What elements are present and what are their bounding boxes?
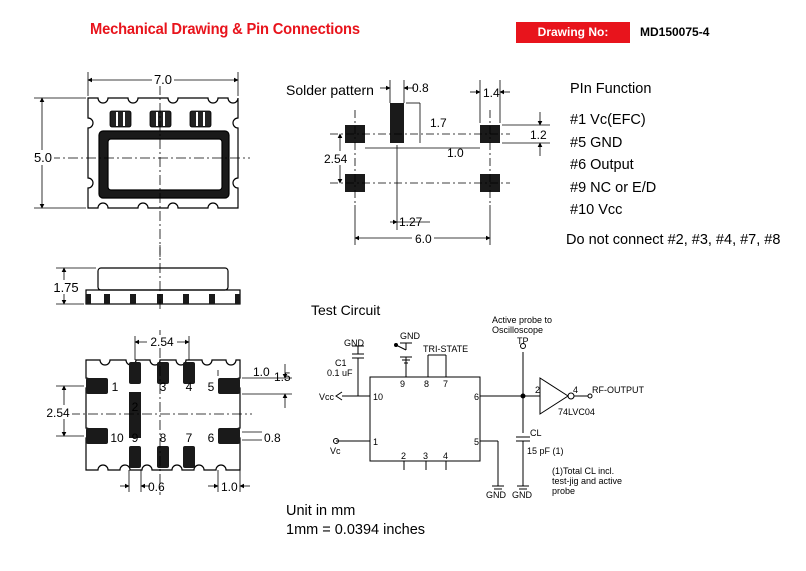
vc-label: Vc [330, 446, 341, 456]
osc-pin-7: 7 [443, 379, 448, 389]
pad-height-dim: 1.5 [274, 370, 291, 384]
osc-pin-9: 9 [400, 379, 405, 389]
pin-4-label: 4 [186, 380, 193, 394]
solder-pattern [330, 80, 550, 245]
drawing-number-label: Drawing No: [516, 22, 630, 43]
package-thickness-dim: 1.75 [53, 280, 78, 295]
rf-output-label: RF-OUTPUT [592, 385, 644, 395]
offset-label: 1.27 [399, 215, 423, 229]
test-circuit [333, 342, 593, 490]
side-view [56, 245, 241, 312]
bottom-pad-gap-dim: 1.0 [221, 480, 238, 494]
oscillator-block [369, 376, 481, 462]
osc-pin-10: 10 [373, 392, 383, 402]
c1-gnd-label: GND [344, 338, 365, 348]
unit-conversion: 1mm = 0.0394 inches [286, 522, 426, 538]
pin-function-item: #5 GND [570, 134, 623, 151]
test-circuit-labels: GND GND TRI-STATE C1 0.1 uF Vcc Vc Activ… [319, 315, 644, 500]
cl-label: CL [530, 428, 542, 438]
pin-3-label: 3 [160, 380, 167, 394]
pin-function-item: #10 Vcc [570, 202, 623, 218]
pin-9-label: 9 [132, 431, 139, 445]
osc-pin-1: 1 [373, 437, 378, 447]
row-pitch-dim: 2.54 [46, 406, 70, 420]
pad-width-dim: 1.0 [253, 365, 270, 379]
drawing-title: Mechanical Drawing & Pin Connections [90, 21, 360, 38]
solder-pattern-title: Solder pattern [286, 82, 374, 98]
vcc-label: Vcc [319, 392, 335, 402]
pin-function-item: #9 NC or E/D [570, 179, 657, 196]
probe-label-2: Oscilloscope [492, 325, 543, 335]
top-view [34, 72, 250, 260]
tristate-gnd-label: GND [400, 331, 421, 341]
pin-1-label: 1 [112, 380, 119, 394]
cl-note-1: (1)Total CL incl. [552, 466, 614, 476]
do-not-connect-note: Do not connect #2, #3, #4, #7, #8 [566, 232, 781, 248]
bottom-pad-width-dim: 0.6 [148, 480, 165, 494]
pin-8-label: 8 [160, 431, 167, 445]
pin-10-label: 10 [110, 431, 124, 445]
bottom-view-labels: 2.54 2.54 1.0 1.5 0.8 0.6 1.0 1 2 3 4 5 … [44, 335, 291, 494]
probe-label-1: Active probe to [492, 315, 552, 325]
osc-pin-8: 8 [424, 379, 429, 389]
osc-pin-4: 4 [443, 451, 448, 461]
unit-note: Unit in mm [286, 503, 356, 519]
buffer-output-pin: 4 [573, 385, 578, 395]
outer-pad-label: 1.4 [483, 86, 500, 100]
tristate-label: TRI-STATE [423, 344, 468, 354]
pad-length-label: 1.7 [430, 116, 447, 130]
bottom-view [52, 330, 292, 495]
osc-pin-6: 6 [474, 392, 479, 402]
pin-function-title: PIn Function [570, 81, 652, 97]
pin-2-label: 2 [132, 400, 139, 414]
overall-width-label: 6.0 [415, 232, 432, 246]
test-circuit-title: Test Circuit [311, 302, 381, 318]
package-width-dim: 7.0 [154, 72, 172, 87]
pin-function-item: #1 Vc(EFC) [570, 112, 646, 128]
tp-label: TP [517, 336, 529, 346]
cl-note-2: test-jig and active [552, 476, 622, 486]
osc-pin-2: 2 [401, 451, 406, 461]
cl-note-3: probe [552, 486, 575, 496]
pin-7-label: 7 [186, 431, 193, 445]
gnd-label-2: GND [512, 490, 533, 500]
gap-label: 1.0 [447, 146, 464, 160]
drawing-number: MD150075-4 [640, 25, 710, 39]
buffer-part-label: 74LVC04 [558, 407, 595, 417]
pin-function-item: #6 Output [570, 157, 634, 173]
pin-function-list: #1 Vc(EFC) #5 GND #6 Output #9 NC or E/D… [570, 112, 656, 225]
cl-value: 15 pF (1) [527, 446, 564, 456]
osc-pin-5: 5 [474, 437, 479, 447]
pin-6-label: 6 [208, 431, 215, 445]
pad-height-label: 1.2 [530, 128, 547, 142]
pad-small-dim: 0.8 [264, 431, 281, 445]
buffer-input-pin: 2 [535, 385, 540, 395]
package-height-dim: 5.0 [34, 150, 52, 165]
gnd-label-1: GND [486, 490, 507, 500]
pin-pitch-dim: 2.54 [150, 335, 174, 349]
pad-width-label: 0.8 [412, 81, 429, 95]
c1-label: C1 [335, 358, 347, 368]
row-pitch-label: 2.54 [324, 152, 348, 166]
inverter-buffer [539, 377, 569, 415]
solder-pattern-labels: 0.8 1.4 1.7 1.2 1.0 2.54 1.27 6.0 [322, 81, 547, 246]
pin-5-label: 5 [208, 380, 215, 394]
osc-pin-3: 3 [423, 451, 428, 461]
c1-value: 0.1 uF [327, 368, 353, 378]
